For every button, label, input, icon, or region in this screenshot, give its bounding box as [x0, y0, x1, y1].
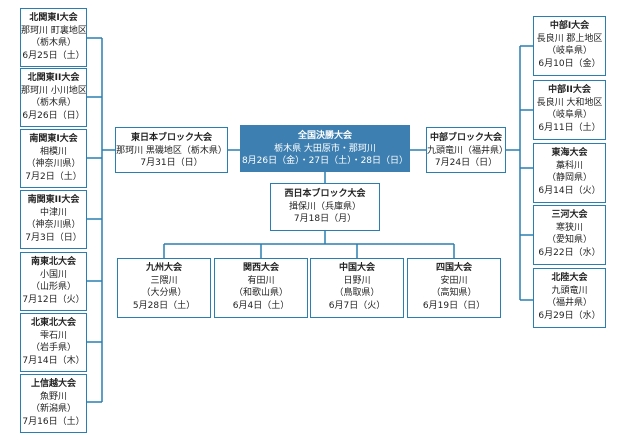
box-river: 小国川 — [39, 269, 67, 280]
box-river: 中津川 — [39, 207, 67, 218]
box-title: 全国決勝大会 — [297, 131, 352, 141]
box-title: 北関東I大会 — [29, 13, 78, 23]
regional-box-chugoku: 中国大会 日野川 （鳥取県） 6月7日（火） — [310, 258, 404, 318]
box-river: 那珂川 町裏地区 — [21, 25, 87, 36]
box-title: 九州大会 — [145, 263, 182, 273]
box-title: 三河大会 — [551, 210, 588, 220]
east-block-box: 東日本ブロック大会 那珂川 黒磯地区（栃木県） 7月31日（日） — [115, 127, 228, 173]
box-title: 北陸大会 — [551, 273, 588, 283]
box-location: 揖保川（兵庫県） — [288, 201, 361, 212]
box-title: 北関東II大会 — [27, 73, 80, 83]
box-prefecture: （大分県） — [141, 288, 187, 298]
regional-box-tokai: 東海大会 藁科川 （静岡県） 6月14日（火） — [533, 143, 606, 203]
box-title: 東日本ブロック大会 — [130, 133, 212, 143]
box-title: 上信越大会 — [30, 379, 76, 389]
regional-box-chubu-1: 中部I大会 長良川 郡上地区 （岐阜県） 6月10日（金） — [533, 16, 606, 76]
box-date: 7月31日（日） — [140, 158, 203, 168]
box-river: 藁科川 — [555, 160, 583, 171]
box-date: 6月25日（土） — [22, 50, 85, 61]
box-date: 6月11日（土） — [538, 122, 601, 133]
box-prefecture: （静岡県） — [546, 173, 592, 183]
box-river: 那珂川 小川地区 — [21, 85, 87, 96]
box-prefecture: （神奈川県） — [26, 159, 81, 169]
box-prefecture: （山形県） — [30, 282, 76, 292]
box-prefecture: （岐阜県） — [546, 110, 592, 120]
box-date: 6月14日（火） — [538, 185, 601, 196]
box-river: 安田川 — [440, 275, 468, 286]
box-title: 中部ブロック大会 — [429, 133, 502, 143]
box-date: 6月7日（火） — [328, 300, 386, 311]
box-location: 栃木県 大田原市・那珂川 — [274, 143, 376, 154]
box-prefecture: （岐阜県） — [546, 46, 592, 56]
central-block-box: 中部ブロック大会 九頭竜川（福井県） 7月24日（日） — [426, 127, 506, 173]
box-date: 7月14日（木） — [22, 355, 85, 366]
regional-box-minamikanto-2: 南関東II大会 中津川 （神奈川県） 7月3日（日） — [20, 190, 87, 249]
box-title: 東海大会 — [551, 148, 588, 158]
box-prefecture: （和歌山県） — [233, 288, 288, 298]
box-river: 寒狭川 — [555, 222, 583, 233]
box-date: 6月10日（金） — [538, 58, 601, 69]
box-river: 相模川 — [39, 146, 67, 157]
regional-box-kitatohoku: 北東北大会 雫石川 （岩手県） 7月14日（木） — [20, 313, 87, 372]
box-date: 6月29日（水） — [538, 310, 601, 321]
box-date: 6月19日（日） — [422, 300, 486, 311]
box-prefecture: （栃木県） — [30, 98, 76, 108]
box-date: 8月26日（金）・27日（土）・28日（日） — [241, 156, 409, 166]
box-prefecture: （新潟県） — [30, 404, 76, 414]
box-title: 中国大会 — [338, 263, 375, 273]
box-title: 北東北大会 — [30, 318, 76, 328]
regional-box-minamikanto-1: 南関東I大会 相模川 （神奈川県） 7月2日（土） — [20, 129, 87, 188]
west-block-box: 西日本ブロック大会 揖保川（兵庫県） 7月18日（月） — [270, 183, 380, 231]
box-date: 6月26日（日） — [22, 110, 85, 121]
box-date: 6月4日（土） — [232, 300, 290, 311]
box-date: 7月16日（土） — [22, 416, 85, 427]
regional-box-mikawa: 三河大会 寒狭川 （愛知県） 6月22日（水） — [533, 205, 606, 265]
box-river: 雫石川 — [39, 330, 67, 341]
box-river: 長良川 大和地区 — [536, 97, 603, 108]
box-date: 7月18日（月） — [293, 214, 357, 224]
final-box: 全国決勝大会 栃木県 大田原市・那珂川 8月26日（金）・27日（土）・28日（… — [240, 125, 410, 172]
box-title: 関西大会 — [242, 263, 279, 273]
box-prefecture: （神奈川県） — [26, 220, 81, 230]
box-date: 7月24日（日） — [434, 158, 498, 168]
box-title: 四国大会 — [435, 263, 472, 273]
regional-box-chubu-2: 中部II大会 長良川 大和地区 （岐阜県） 6月11日（土） — [533, 80, 606, 140]
box-river: 日野川 — [343, 275, 371, 286]
box-prefecture: （栃木県） — [30, 38, 76, 48]
box-river: 有田川 — [247, 275, 275, 286]
regional-box-kansai: 関西大会 有田川 （和歌山県） 6月4日（土） — [214, 258, 308, 318]
box-prefecture: （岩手県） — [30, 343, 76, 353]
regional-box-minamitohoku: 南東北大会 小国川 （山形県） 7月12日（火） — [20, 252, 87, 311]
box-date: 7月3日（日） — [25, 232, 82, 243]
box-date: 7月12日（火） — [22, 294, 85, 305]
box-river: 魚野川 — [39, 391, 67, 402]
box-title: 中部II大会 — [548, 85, 591, 95]
box-date: 6月22日（水） — [538, 247, 601, 258]
regional-box-shikoku: 四国大会 安田川 （高知県） 6月19日（日） — [407, 258, 501, 318]
box-title: 南関東I大会 — [29, 134, 78, 144]
regional-box-hokuriku: 北陸大会 九頭竜川 （福井県） 6月29日（水） — [533, 268, 606, 328]
regional-box-kitakanto-1: 北関東I大会 那珂川 町裏地区 （栃木県） 6月25日（土） — [20, 8, 87, 67]
regional-box-joshinetsu: 上信越大会 魚野川 （新潟県） 7月16日（土） — [20, 374, 87, 433]
box-prefecture: （愛知県） — [546, 235, 592, 245]
box-date: 5月28日（土） — [132, 300, 196, 311]
box-title: 西日本ブロック大会 — [284, 189, 366, 199]
box-title: 南関東II大会 — [27, 195, 80, 205]
box-river: 三隈川 — [150, 275, 178, 286]
box-river: 九頭竜川 — [551, 285, 588, 296]
box-title: 南東北大会 — [30, 257, 76, 267]
box-title: 中部I大会 — [549, 21, 590, 31]
box-prefecture: （福井県） — [546, 298, 592, 308]
box-date: 7月2日（土） — [25, 171, 82, 182]
box-prefecture: （鳥取県） — [334, 288, 380, 298]
box-river: 長良川 郡上地区 — [536, 33, 603, 44]
box-location: 那珂川 黒磯地区（栃木県） — [116, 145, 227, 156]
regional-box-kyushu: 九州大会 三隈川 （大分県） 5月28日（土） — [117, 258, 211, 318]
box-prefecture: （高知県） — [431, 288, 477, 298]
box-location: 九頭竜川（福井県） — [427, 145, 506, 156]
regional-box-kitakanto-2: 北関東II大会 那珂川 小川地区 （栃木県） 6月26日（日） — [20, 68, 87, 127]
